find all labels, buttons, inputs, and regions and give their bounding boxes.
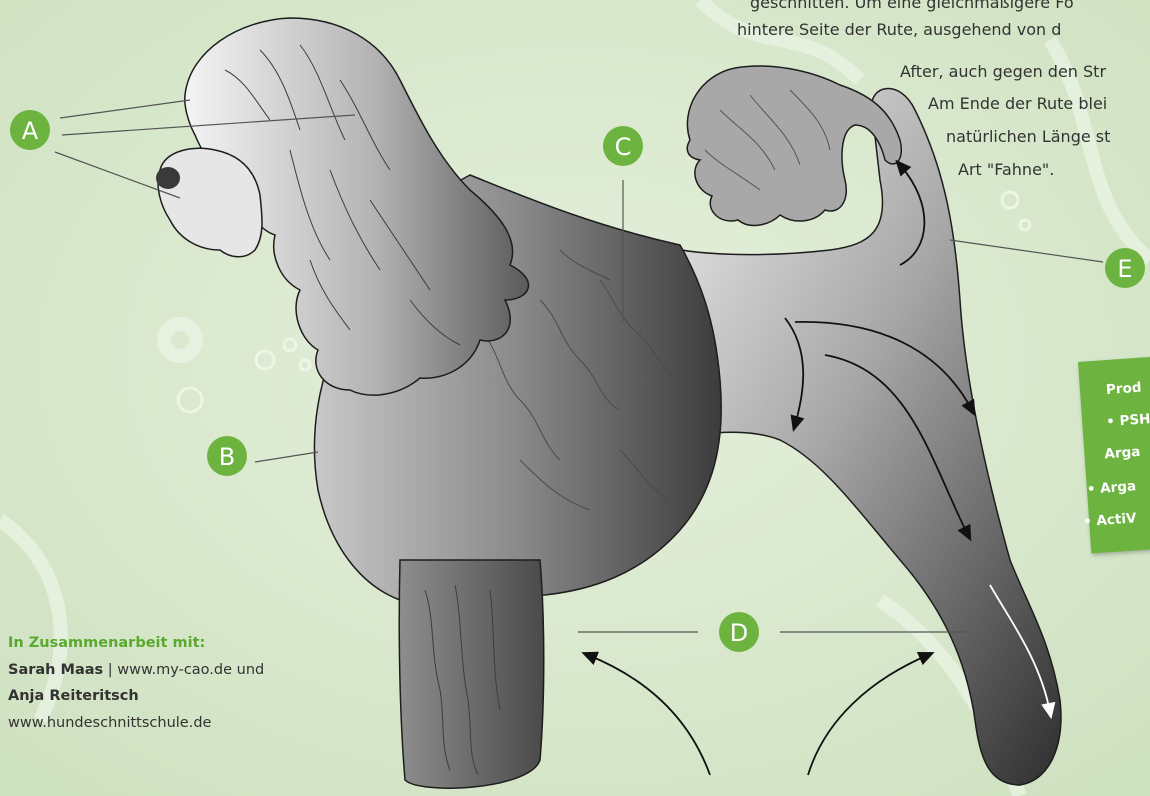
credits-person-1-detail: | www.my-cao.de und	[103, 662, 264, 678]
description-line-2: hintere Seite der Rute, ausgehend von d	[737, 20, 1061, 40]
marker-e-label: E	[1117, 255, 1132, 283]
marker-a: A	[10, 110, 50, 150]
product-item-4: • ActiV	[1083, 510, 1137, 530]
marker-a-label: A	[22, 117, 39, 145]
credits-heading: In Zusammenarbeit mit:	[8, 630, 264, 657]
description-line-1: geschnitten. Um eine gleichmäßigere Fo	[750, 0, 1074, 13]
credits-person-2-name: Anja Reiteritsch	[8, 683, 264, 710]
description-line-6: Art "Fahne".	[958, 160, 1054, 180]
description-line-4: Am Ende der Rute blei	[928, 94, 1107, 114]
credits: In Zusammenarbeit mit: Sarah Maas | www.…	[8, 630, 264, 736]
marker-e: E	[1105, 248, 1145, 288]
marker-c: C	[603, 126, 643, 166]
description-line-3: After, auch gegen den Str	[900, 62, 1106, 82]
product-item-3: • Arga	[1086, 478, 1136, 497]
credits-person-2-url[interactable]: www.hundeschnittschule.de	[8, 710, 264, 737]
dog-nose	[156, 167, 180, 189]
marker-b-label: B	[219, 443, 235, 471]
products-box: Prod • PSH Arga • Arga • ActiV	[1078, 354, 1150, 554]
products-title: Prod	[1105, 380, 1142, 398]
product-item-2: Arga	[1104, 444, 1141, 462]
marker-c-label: C	[615, 133, 632, 161]
marker-b: B	[207, 436, 247, 476]
product-item-1: • PSH	[1106, 411, 1150, 430]
marker-d: D	[719, 612, 759, 652]
description-line-5: natürlichen Länge st	[946, 127, 1110, 147]
credits-person-1: Sarah Maas | www.my-cao.de und	[8, 657, 264, 684]
credits-person-1-name: Sarah Maas	[8, 662, 103, 678]
marker-d-label: D	[730, 619, 748, 647]
